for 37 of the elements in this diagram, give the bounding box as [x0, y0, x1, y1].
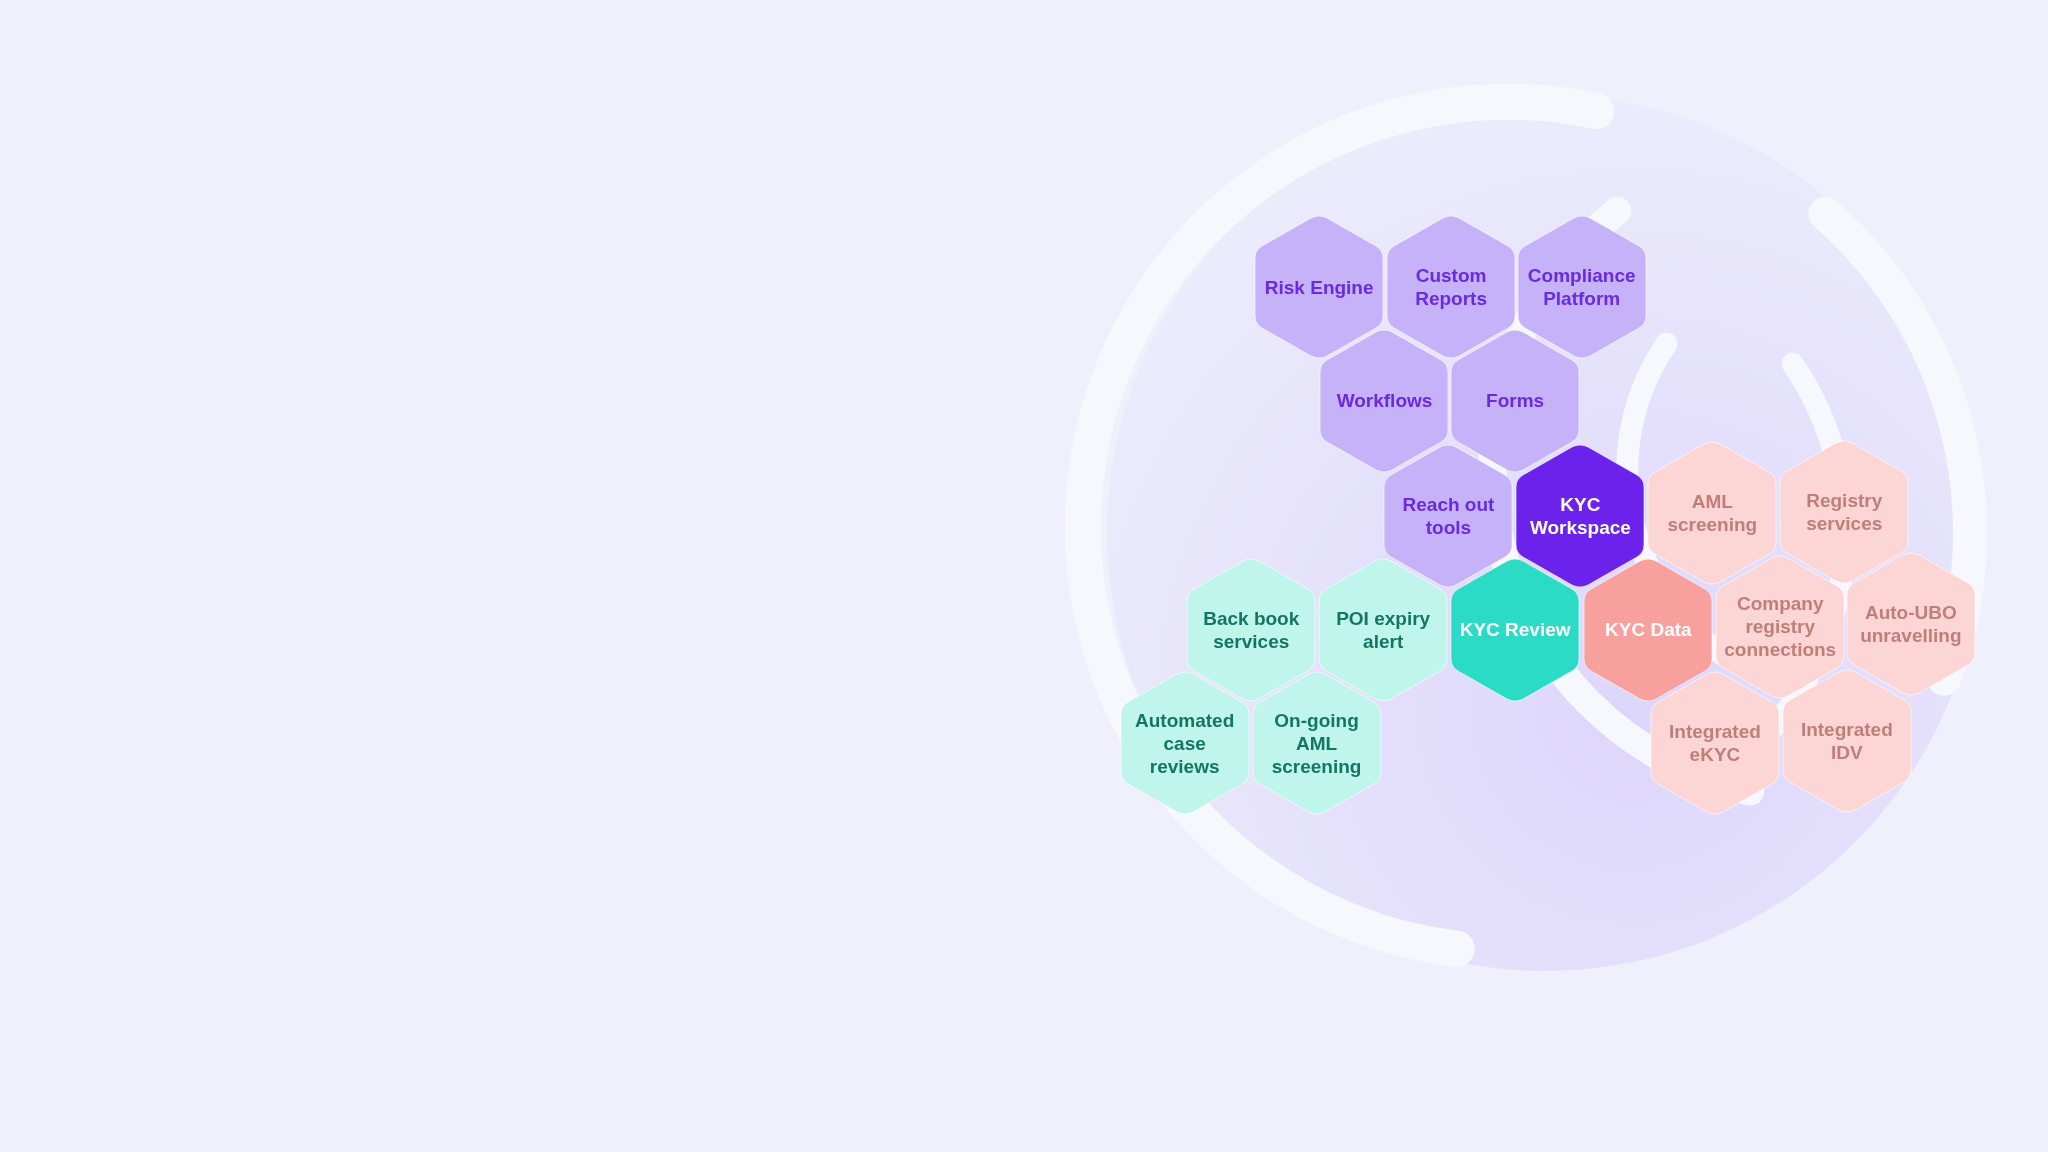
tile-label: Company registry connections: [1723, 592, 1838, 662]
hexagon-tile: [1319, 327, 1450, 474]
tile-label: Workflows: [1335, 389, 1434, 413]
hexagon-tile: [1781, 667, 1912, 814]
hexagon-tile: [1251, 670, 1382, 817]
tile-label: POI expiry alert: [1335, 606, 1432, 653]
hexagon-tile: [1647, 440, 1778, 587]
tile-label: Risk Engine: [1263, 275, 1375, 299]
hexagon-tile: [1318, 556, 1449, 703]
hexagon-tile: [1186, 556, 1317, 703]
hexagon-tile: [1516, 214, 1647, 361]
tile-label: Back book services: [1202, 606, 1301, 653]
tile-label: Custom Reports: [1414, 264, 1488, 311]
tile-label: KYC Workspace: [1528, 492, 1632, 539]
tile-label: Automated case reviews: [1134, 708, 1236, 778]
hexagon-tile: [1649, 670, 1780, 817]
hexagon-tile: [1119, 670, 1250, 817]
tile-label: Integrated eKYC: [1668, 720, 1762, 767]
tile-label: KYC Review: [1458, 618, 1572, 642]
tile-label: KYC Data: [1604, 618, 1693, 642]
hexagon-tile: [1583, 556, 1714, 703]
hexagon-tile: [1254, 214, 1385, 361]
tile-label: Forms: [1485, 389, 1546, 413]
hexagon-tile: [1386, 214, 1517, 361]
tile-label: AML screening: [1666, 490, 1759, 537]
tile-label: Reach out tools: [1401, 492, 1496, 539]
tile-label: Registry services: [1805, 489, 1884, 535]
hexagon-tile: [1779, 439, 1910, 585]
hexagon-tile: [1515, 442, 1646, 589]
tile-label: Compliance Platform: [1526, 264, 1637, 311]
hexagon-tile: [1450, 327, 1581, 474]
hexagon-tile: [1845, 551, 1976, 698]
tile-label: Integrated IDV: [1799, 717, 1894, 764]
tile-label: On-going AML screening: [1270, 708, 1363, 778]
hexagon-tile: [1383, 442, 1514, 589]
tile-label: Auto-UBO unravelling: [1859, 601, 1963, 648]
hexagon-tile: [1450, 556, 1581, 703]
